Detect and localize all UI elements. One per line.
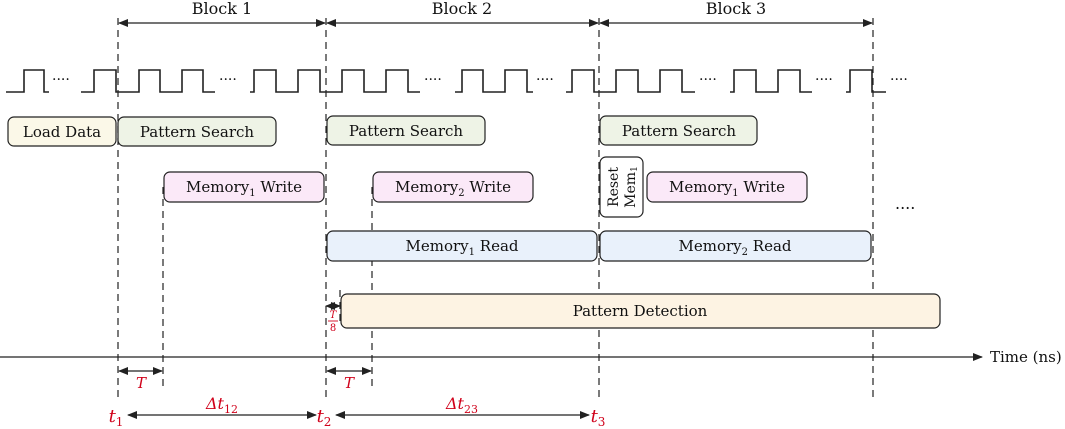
interval-annotations: Δt12 Δt23 t1 t2 t3 — [109, 394, 606, 429]
reset-mem-line2: Mem1 — [623, 166, 640, 208]
tasks: Load Data Pattern Search Pattern Search … — [7, 115, 941, 329]
pattern-search-label-2: Pattern Search — [349, 122, 464, 140]
memory1-read-label: Memory1 Read — [406, 237, 519, 258]
reset-mem-label-2: Mem1 — [623, 166, 640, 208]
pattern-search-box-1 — [117, 116, 277, 147]
clock-segment-5 — [566, 69, 695, 93]
delta-t12-label: Δt12 — [205, 394, 238, 416]
clock-waveform: .... .... .... .... .... .... .... — [6, 68, 908, 93]
clock-ellipsis-3: .... — [424, 68, 442, 84]
memory2-write-box — [372, 171, 534, 203]
memory1-read-box — [326, 230, 598, 262]
time-marker-t2: t2 — [317, 406, 332, 429]
block-spans: Block 1 Block 2 Block 3 — [118, 0, 873, 27]
clock-ellipsis-6: .... — [815, 68, 833, 84]
clock-segment-1 — [6, 69, 49, 93]
guide-lines — [117, 18, 874, 398]
clock-segment-7 — [846, 69, 886, 93]
memory2-write-label: Memory2 Write — [395, 178, 511, 199]
reset-mem-line1: Reset — [606, 167, 622, 207]
clock-segment-3 — [250, 69, 420, 93]
memory1-write-box-b — [646, 171, 808, 203]
clock-segment-6 — [730, 69, 812, 93]
reset-mem-label: Reset — [606, 167, 622, 207]
period-label-1: T — [136, 374, 147, 392]
t-eighth-denominator: 8 — [330, 323, 336, 334]
delta-t23-label: Δt23 — [445, 394, 478, 416]
clock-ellipsis-7: .... — [890, 68, 908, 84]
clock-ellipsis-4: .... — [536, 68, 554, 84]
memory2-read-label: Memory2 Read — [679, 237, 792, 258]
pattern-search-label-3: Pattern Search — [622, 122, 737, 140]
time-marker-t1: t1 — [109, 406, 124, 429]
period-annotations: T T — [118, 367, 372, 392]
pattern-search-box-3 — [599, 115, 758, 146]
time-marker-t3: t3 — [591, 406, 606, 429]
t-eighth-annotation: T 8 — [325, 302, 341, 334]
period-label-2: T — [344, 374, 355, 392]
block-1-label: Block 1 — [192, 0, 252, 18]
block-2-label: Block 2 — [432, 0, 492, 18]
memory1-write-box-a — [163, 171, 325, 203]
clock-segment-4 — [455, 69, 533, 93]
pattern-search-box-2 — [326, 115, 486, 146]
clock-ellipsis-2: .... — [219, 68, 237, 84]
time-axis-label: Time (ns) — [990, 348, 1062, 366]
pattern-search-label-1: Pattern Search — [140, 123, 255, 141]
block-3-label: Block 3 — [706, 0, 766, 18]
clock-segment-2 — [81, 69, 215, 93]
t-eighth-numerator: T — [330, 310, 338, 321]
memory1-write-label-b: Memory1 Write — [669, 178, 785, 199]
trailing-ellipsis: .... — [895, 194, 915, 213]
load-data-label: Load Data — [23, 123, 101, 141]
pattern-detection-box — [340, 293, 941, 329]
clock-ellipsis-1: .... — [52, 68, 70, 84]
memory1-write-label-a: Memory1 Write — [186, 178, 302, 199]
load-data-box — [7, 116, 117, 147]
reset-mem-box — [599, 156, 644, 218]
memory2-read-box — [599, 230, 872, 262]
pattern-detection-label: Pattern Detection — [573, 302, 708, 320]
time-axis: Time (ns) — [0, 348, 1062, 366]
clock-ellipsis-5: .... — [699, 68, 717, 84]
